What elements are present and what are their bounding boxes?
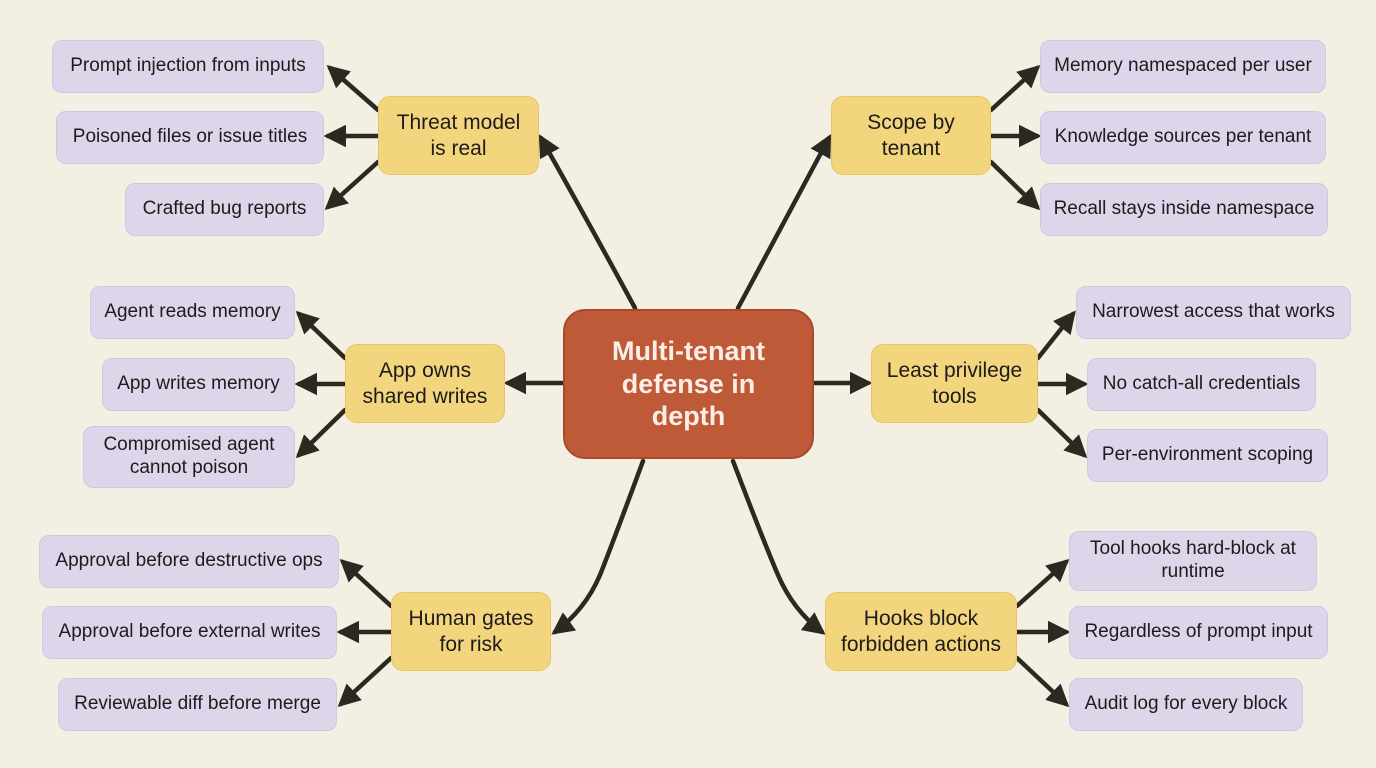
leaf-node: Regardless of prompt input	[1069, 606, 1328, 659]
leaf-label: Prompt injection from inputs	[70, 55, 306, 77]
branch-node-least-privilege-tools: Least privilege tools	[871, 344, 1038, 423]
leaf-label: Approval before external writes	[58, 621, 321, 643]
branch-node-scope-by-tenant: Scope by tenant	[831, 96, 991, 175]
leaf-node: Compromised agent cannot poison	[83, 426, 295, 488]
leaf-node: Audit log for every block	[1069, 678, 1303, 731]
leaf-node: Knowledge sources per tenant	[1040, 111, 1326, 164]
leaf-node: Memory namespaced per user	[1040, 40, 1326, 93]
edge-hooks-to-leaf-1	[1014, 558, 1070, 609]
branch-label: Hooks block forbidden actions	[841, 607, 1001, 656]
edge-app-to-leaf-3	[295, 407, 348, 459]
leaf-node: Prompt injection from inputs	[52, 40, 324, 93]
leaf-node: Poisoned files or issue titles	[56, 111, 324, 164]
leaf-node: Approval before destructive ops	[39, 535, 339, 588]
edge-threat-to-leaf-3	[324, 159, 381, 211]
edge-human-to-leaf-1	[339, 558, 394, 609]
edge-least-to-leaf-3	[1035, 407, 1088, 459]
edge-least-to-leaf-1	[1035, 310, 1076, 361]
leaf-node: Approval before external writes	[42, 606, 337, 659]
leaf-label: Per-environment scoping	[1101, 444, 1314, 466]
edge-human-to-leaf-3	[337, 655, 394, 708]
branch-label: Least privilege tools	[886, 359, 1023, 408]
leaf-node: No catch-all credentials	[1087, 358, 1316, 411]
branch-label: App owns shared writes	[362, 359, 488, 408]
leaf-node: Per-environment scoping	[1087, 429, 1328, 482]
center-node: Multi-tenant defense in depth	[563, 309, 814, 459]
leaf-label: Audit log for every block	[1084, 693, 1288, 715]
leaf-label: Agent reads memory	[104, 301, 281, 323]
leaf-label: Crafted bug reports	[142, 198, 307, 220]
branch-node-hooks-block-forbidden-actions: Hooks block forbidden actions	[825, 592, 1017, 671]
leaf-label: Tool hooks hard-block at runtime	[1090, 538, 1296, 582]
leaf-label: Poisoned files or issue titles	[72, 126, 308, 148]
leaf-label: Reviewable diff before merge	[74, 693, 321, 715]
edge-scope-to-leaf-3	[988, 159, 1041, 211]
leaf-label: Knowledge sources per tenant	[1054, 126, 1312, 148]
leaf-node: Reviewable diff before merge	[58, 678, 337, 731]
leaf-label: No catch-all credentials	[1102, 373, 1301, 395]
edge-center-to-human-gates	[551, 458, 646, 635]
leaf-label: Memory namespaced per user	[1054, 55, 1312, 77]
edge-app-to-leaf-1	[295, 310, 348, 361]
center-label: Multi-tenant defense in depth	[612, 336, 765, 432]
leaf-label: Regardless of prompt input	[1084, 621, 1313, 643]
leaf-node: App writes memory	[102, 358, 295, 411]
edge-hooks-to-leaf-3	[1014, 655, 1070, 708]
edge-center-to-hooks-block	[730, 458, 826, 635]
leaf-node: Agent reads memory	[90, 286, 295, 339]
branch-node-human-gates-for-risk: Human gates for risk	[391, 592, 551, 671]
leaf-node: Recall stays inside namespace	[1040, 183, 1328, 236]
branch-node-threat-model: Threat model is real	[378, 96, 539, 175]
branch-label: Threat model is real	[396, 111, 521, 160]
leaf-label: Narrowest access that works	[1092, 301, 1335, 323]
leaf-label: Recall stays inside namespace	[1053, 198, 1315, 220]
edge-center-to-scope-by-tenant	[735, 134, 832, 311]
branch-node-app-owns-shared-writes: App owns shared writes	[345, 344, 505, 423]
leaf-label: App writes memory	[117, 373, 280, 395]
leaf-node: Tool hooks hard-block at runtime	[1069, 531, 1317, 591]
leaf-node: Narrowest access that works	[1076, 286, 1351, 339]
leaf-label: Approval before destructive ops	[55, 550, 323, 572]
edge-threat-to-leaf-1	[326, 65, 381, 113]
edge-center-to-threat-model	[538, 134, 638, 311]
edge-scope-to-leaf-1	[988, 64, 1041, 113]
branch-label: Human gates for risk	[408, 607, 534, 656]
leaf-label: Compromised agent cannot poison	[103, 434, 275, 478]
leaf-node: Crafted bug reports	[125, 183, 324, 236]
branch-label: Scope by tenant	[867, 111, 955, 160]
